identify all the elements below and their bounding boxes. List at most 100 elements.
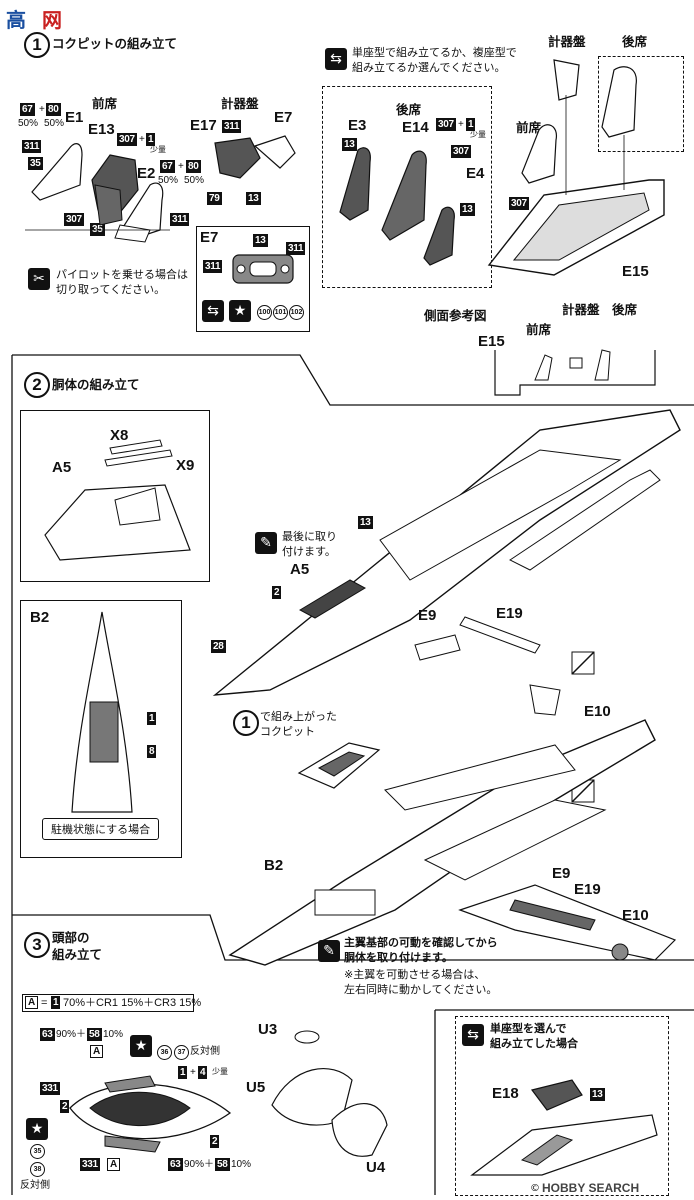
e7-detail-art — [232, 254, 294, 284]
color-1: 1 — [146, 133, 156, 146]
num-35: 35 — [30, 1144, 45, 1159]
color-307e: 307 — [509, 197, 529, 210]
step1-number: 1 — [24, 32, 50, 58]
cockpit-ref-number: 1 — [233, 710, 259, 736]
color-58: 58 — [87, 1028, 102, 1041]
color-2b: 2 — [210, 1135, 220, 1148]
canopy-inset-art — [44, 439, 191, 561]
star-icon-2: ★ — [130, 1035, 152, 1057]
rear-seat-dashed-box — [322, 86, 492, 288]
part-e7-detail: E7 — [200, 229, 219, 246]
part-e4: E4 — [466, 165, 485, 182]
rear-seat-label: 後席 — [396, 102, 422, 117]
pct-50c: 50% — [158, 175, 179, 186]
color-311b: 311 — [170, 213, 190, 226]
panel-label-3: 計器盤 — [562, 302, 600, 317]
step2-number: 2 — [24, 372, 50, 398]
head-art — [69, 1075, 232, 1153]
b2-inset-art — [71, 611, 133, 813]
shoryo-2: 少量 — [470, 130, 486, 139]
part-b2-inset: B2 — [30, 609, 50, 626]
part-u5: U5 — [246, 1079, 266, 1096]
color-35b: 35 — [90, 223, 105, 236]
color-80: 80 — [46, 103, 61, 116]
footer-copyright: © — [530, 1183, 540, 1194]
color-13a: 13 — [246, 192, 261, 205]
upper-fuselage-art — [212, 409, 681, 696]
color-307a: 307 — [64, 213, 84, 226]
shoryo-1: 少量 — [150, 145, 166, 154]
color-307b: 307 — [117, 133, 137, 146]
color-331: 331 — [40, 1082, 60, 1095]
choice-note: 単座型で組み立てるか、複座型で 組み立てるか選んでください。 — [352, 46, 517, 74]
panel-art — [214, 135, 296, 179]
color-28: 28 — [211, 640, 226, 653]
color-1b: 1 — [466, 118, 476, 131]
single-seat-box — [455, 1016, 669, 1196]
step3-title: 頭部の 組み立て — [52, 930, 103, 962]
rear-seat-art — [339, 147, 455, 266]
arrows-icon-3: ⇆ — [462, 1024, 484, 1046]
arrows-icon-2: ⇆ — [325, 48, 347, 70]
color-58b: 58 — [215, 1158, 230, 1171]
color-63: 63 — [40, 1028, 55, 1041]
footer-logo: HOBBY SEARCH — [542, 1181, 640, 1195]
rear-seat-label-2: 後席 — [622, 34, 648, 49]
shoryo-3: 少量 — [212, 1067, 228, 1076]
c1p4-b: 4 — [198, 1066, 208, 1079]
parked-note: 駐機状態にする場合 — [42, 818, 160, 840]
cockpit-ref-note: で組み上がった コクピット — [260, 710, 337, 738]
pct-50b: 50% — [44, 118, 65, 129]
c1p4-a: 1 — [178, 1066, 188, 1079]
num-101: 101 — [273, 305, 288, 320]
last-note: 最後に取り 付けます。 — [282, 530, 337, 558]
num-102: 102 — [289, 305, 304, 320]
watermark-logo-top: 高 — [6, 8, 26, 32]
color-79: 79 — [207, 192, 222, 205]
color-13c: 13 — [342, 138, 357, 151]
front-seat-label: 前席 — [92, 96, 118, 111]
color-311e: 311 — [286, 242, 306, 255]
part-x9: X9 — [176, 457, 195, 474]
lower-fuselage-art — [228, 719, 656, 966]
color-67: 67 — [20, 103, 35, 116]
part-x8: X8 — [110, 427, 129, 444]
num-38: 38 — [30, 1162, 45, 1177]
watermark-logo-bottom: 网 — [42, 8, 62, 32]
pct-50d: 50% — [184, 175, 205, 186]
mix-eq: = — [41, 997, 48, 1009]
part-e14: E14 — [402, 119, 429, 136]
part-e10: E10 — [584, 703, 611, 720]
single-seat-art — [470, 1079, 658, 1176]
opposite-1: 反対側 — [190, 1046, 220, 1057]
color-2: 2 — [272, 586, 282, 599]
side-ref-art — [494, 349, 656, 396]
color-63b-text: 90%＋ — [184, 1159, 215, 1170]
color-35: 35 — [28, 157, 43, 170]
color-58b-text: 10% — [231, 1159, 252, 1170]
part-u4: U4 — [366, 1159, 386, 1176]
front-seat-label-3: 前席 — [526, 322, 552, 337]
hinge-parts-art — [414, 616, 561, 716]
part-e3: E3 — [348, 117, 367, 134]
color-307d: 307 — [451, 145, 471, 158]
part-e9b: E9 — [552, 865, 571, 882]
glue-icon-2: ✎ — [318, 940, 340, 962]
color-331b: 331 — [80, 1158, 100, 1171]
star-icon-3: ★ — [26, 1118, 48, 1140]
cockpit-ref-art — [297, 742, 381, 789]
arrows-icon: ⇆ — [202, 300, 224, 322]
panel-label-2: 計器盤 — [548, 34, 586, 49]
color-311d: 311 — [203, 260, 223, 273]
plus-sign: + — [39, 104, 45, 115]
wing-note-main: 主翼基部の可動を確認してから 胴体を取り付けます。 — [344, 936, 498, 964]
color-67b: 67 — [160, 160, 175, 173]
part-e19: E19 — [496, 605, 523, 622]
color-63b: 63 — [168, 1158, 183, 1171]
front-seat-label-2: 前席 — [516, 120, 542, 135]
part-e1: E1 — [65, 109, 84, 126]
wing-detail-art — [458, 884, 677, 961]
color-307c: 307 — [436, 118, 456, 131]
part-e2: E2 — [137, 165, 156, 182]
a-tag: A — [90, 1045, 104, 1058]
